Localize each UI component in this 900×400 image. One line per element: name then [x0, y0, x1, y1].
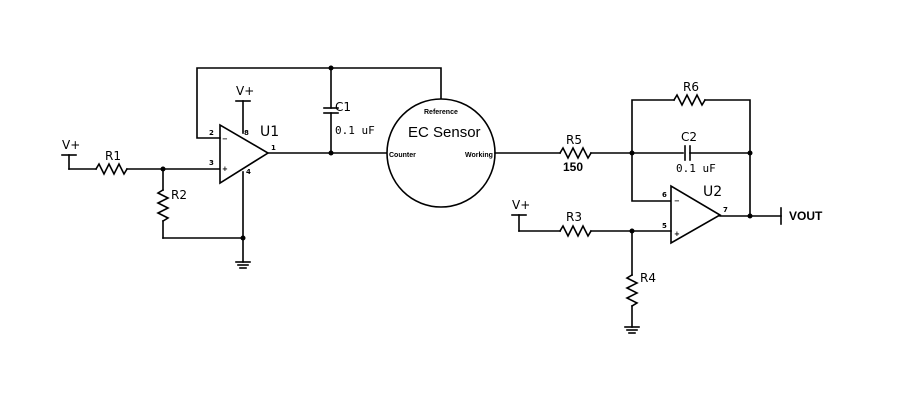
- ground-symbol-1: [235, 261, 251, 269]
- opamp-u2: 6 − 5 + 7 U2: [662, 184, 728, 245]
- ec-sensor: Reference EC Sensor Counter Working: [386, 98, 496, 208]
- wire: [631, 152, 672, 202]
- sensor-title: EC Sensor: [408, 124, 481, 141]
- wire: [631, 99, 675, 154]
- sensor-working-label: Working: [465, 152, 493, 159]
- u1-plus: +: [222, 165, 228, 173]
- sensor-counter-label: Counter: [389, 152, 416, 159]
- ground-symbol-2: [624, 326, 640, 334]
- vplus-label-3: V+: [512, 198, 530, 212]
- u1-pin-4: 4: [246, 168, 251, 176]
- sensor-reference-label: Reference: [424, 109, 458, 116]
- c1-value: 0.1 uF: [335, 124, 375, 137]
- u2-pin-5: 5: [662, 222, 667, 230]
- resistor-r5: R5 150: [558, 133, 593, 174]
- resistor-r6: R6: [672, 80, 707, 107]
- opamp-u1: 2 − 3 + 8 4 1 U1: [209, 123, 279, 185]
- r5-label: R5: [566, 133, 582, 147]
- r2-label: R2: [171, 188, 187, 202]
- r6-label: R6: [683, 80, 699, 94]
- vplus-supply-1: V+: [61, 138, 80, 170]
- u2-pin-6: 6: [662, 191, 667, 199]
- r3-label: R3: [566, 210, 582, 224]
- c2-value: 0.1 uF: [676, 162, 716, 175]
- resistor-r3: R3: [558, 210, 593, 238]
- wire-feedback-reference: [196, 67, 442, 139]
- resistor-r1: R1: [94, 149, 129, 176]
- resistor-r4: R4: [625, 271, 656, 308]
- u1-pin-1: 1: [271, 144, 276, 152]
- u1-label: U1: [260, 124, 279, 140]
- u2-plus: +: [674, 230, 680, 238]
- vout-terminal: VOUT: [780, 207, 823, 225]
- vplus-label-1: V+: [62, 138, 80, 152]
- u2-label: U2: [703, 184, 722, 200]
- vout-label: VOUT: [789, 209, 823, 223]
- vplus-label-2: V+: [236, 84, 254, 98]
- capacitor-c2: C2 0.1 uF: [676, 130, 716, 175]
- c2-label: C2: [681, 130, 697, 144]
- vplus-supply-3: V+: [511, 198, 530, 232]
- u2-pin-7: 7: [723, 206, 728, 214]
- r5-value: 150: [563, 160, 583, 174]
- r1-label: R1: [105, 149, 121, 163]
- r4-label: R4: [640, 271, 656, 285]
- u1-minus: −: [222, 135, 228, 143]
- u2-minus: −: [674, 197, 680, 205]
- wire: [704, 99, 751, 217]
- resistor-r2: R2: [156, 188, 187, 223]
- vplus-supply-2: V+: [235, 84, 254, 134]
- u1-pin-3: 3: [209, 159, 214, 167]
- c1-label: C1: [335, 100, 351, 114]
- u1-pin-2: 2: [209, 129, 214, 137]
- junction-dot: [747, 213, 753, 219]
- u1-pin-8: 8: [244, 129, 249, 137]
